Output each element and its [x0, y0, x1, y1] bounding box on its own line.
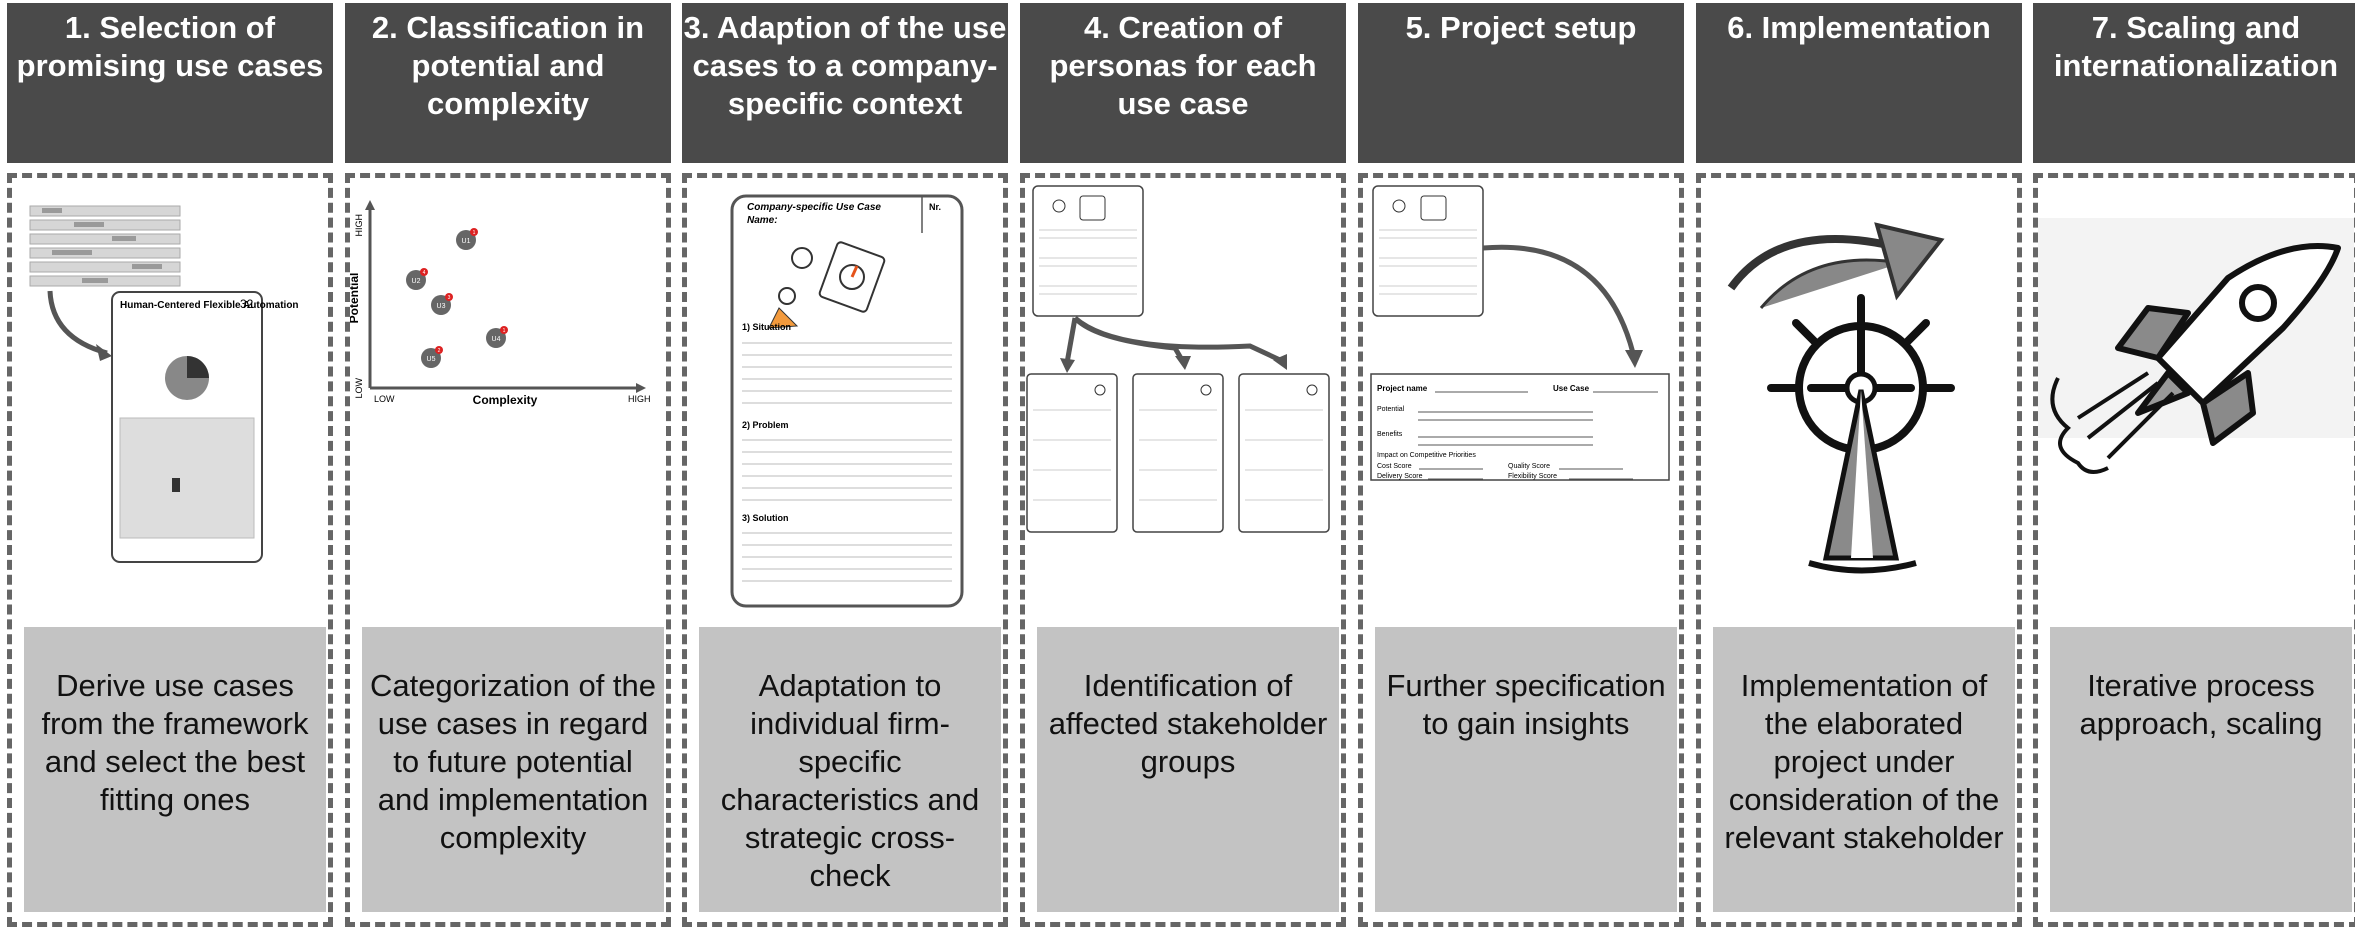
step-5: 5. Project setup Project name Use Case P… [1358, 0, 1684, 930]
step-7-title: 7. Scaling and internationalization [2033, 3, 2355, 163]
svg-text:U5: U5 [427, 356, 436, 363]
ship-wheel-icon [1727, 222, 1955, 574]
svg-text:Cost Score: Cost Score [1377, 463, 1412, 470]
flow-arrow [47, 290, 108, 356]
persona-card-1 [1026, 373, 1118, 533]
svg-text:1: 1 [503, 328, 506, 334]
template-nr: Nr. [929, 202, 941, 212]
step-3: 3. Adaption of the use cases to a compan… [682, 0, 1008, 930]
card-title: Human-Centered Flexible Automation [120, 300, 299, 311]
framework-illustration: Human-Centered Flexible Automation 32 [29, 205, 299, 563]
y-low-label: LOW [354, 378, 364, 399]
persona-arrows [1064, 316, 1282, 364]
step-1-panel: Human-Centered Flexible Automation 32 De… [7, 173, 333, 927]
svg-text:U3: U3 [437, 303, 446, 310]
step-4: 4. Creation of personas for each use cas… [1020, 0, 1346, 930]
setup-arrow [1482, 244, 1636, 354]
step-2: 2. Classification in potential and compl… [345, 0, 671, 930]
svg-text:Benefits: Benefits [1377, 431, 1403, 438]
step-7-description: Iterative process approach, scaling [2050, 627, 2352, 912]
svg-text:3: 3 [448, 295, 451, 301]
step-4-panel: Identification of affected stakeholder g… [1020, 173, 1346, 927]
use-case-point-4: U4 1 [486, 326, 508, 348]
step-2-title: 2. Classification in potential and compl… [345, 3, 671, 163]
x-axis-label: Complexity [473, 393, 538, 407]
step-6-description: Implementation of the elaborated project… [1713, 627, 2015, 912]
step-6-panel: Implementation of the elaborated project… [1696, 173, 2022, 927]
project-setup-illustration: Project name Use Case Potential Benefits… [1370, 185, 1670, 481]
step-4-description: Identification of affected stakeholder g… [1037, 627, 1339, 912]
personas-illustration [1026, 185, 1330, 533]
template-title: Company-specific Use Case [747, 202, 881, 213]
y-axis-label: Potential [350, 273, 361, 324]
svg-text:U2: U2 [412, 278, 421, 285]
step-6-title: 6. Implementation [1696, 3, 2022, 163]
template-situation: 1) Situation [742, 322, 791, 332]
x-high-label: HIGH [628, 394, 651, 404]
template-name: Name: [747, 215, 778, 226]
persona-card-3 [1238, 373, 1330, 533]
svg-text:Project name: Project name [1377, 384, 1428, 393]
svg-text:1: 1 [473, 230, 476, 236]
svg-text:2: 2 [438, 348, 441, 354]
svg-text:Impact on Competitive Prioriti: Impact on Competitive Priorities [1377, 452, 1476, 459]
use-case-card: Human-Centered Flexible Automation 32 [111, 291, 299, 563]
step-2-description: Categorization of the use cases in regar… [362, 627, 664, 912]
step-1-description: Derive use cases from the framework and … [24, 627, 326, 912]
step-3-description: Adaptation to individual firm-specific c… [699, 627, 1001, 912]
card-number: 32 [240, 297, 254, 311]
template-problem: 2) Problem [742, 420, 789, 430]
company-template-illustration: Company-specific Use Case Name: Nr. 1) S… [730, 194, 964, 608]
source-template [1032, 185, 1144, 317]
matrix-illustration: HIGH LOW Potential LOW Complexity HIGH U… [350, 200, 651, 407]
step-7-panel: Iterative process approach, scaling [2033, 173, 2355, 927]
step-5-title: 5. Project setup [1358, 3, 1684, 163]
project-setup-form: Project name Use Case Potential Benefits… [1370, 373, 1670, 481]
svg-text:Flexibility Score: Flexibility Score [1508, 473, 1557, 480]
svg-text:U1: U1 [462, 238, 471, 245]
step-3-panel: Company-specific Use Case Name: Nr. 1) S… [682, 173, 1008, 927]
svg-text:Delivery Score: Delivery Score [1377, 473, 1423, 480]
step-1: 1. Selection of promising use cases Huma… [7, 0, 333, 930]
step-2-panel: HIGH LOW Potential LOW Complexity HIGH U… [345, 173, 671, 927]
svg-text:Quality Score: Quality Score [1508, 463, 1550, 470]
rocket-icon [2038, 218, 2354, 474]
svg-text:Use Case: Use Case [1553, 384, 1590, 393]
step-4-title: 4. Creation of personas for each use cas… [1020, 3, 1346, 163]
svg-text:Potential: Potential [1377, 406, 1405, 413]
step-5-panel: Project name Use Case Potential Benefits… [1358, 173, 1684, 927]
use-case-point-3: U3 3 [431, 293, 453, 315]
persona-card-2 [1132, 373, 1224, 533]
svg-text:4: 4 [423, 270, 426, 276]
step-7: 7. Scaling and internationalization Iter… [2033, 0, 2355, 930]
step-5-description: Further specification to gain insights [1375, 627, 1677, 912]
x-low-label: LOW [374, 394, 395, 404]
source-template [1372, 185, 1484, 317]
use-case-point-5: U5 2 [421, 346, 443, 368]
step-6: 6. Implementation Implementation of the … [1696, 0, 2022, 930]
template-solution: 3) Solution [742, 513, 789, 523]
use-case-point-1: U1 1 [456, 228, 478, 250]
step-1-title: 1. Selection of promising use cases [7, 3, 333, 163]
framework-table [29, 205, 181, 287]
use-case-point-2: U2 4 [406, 268, 428, 290]
svg-text:U4: U4 [492, 336, 501, 343]
persona-sketch [768, 241, 886, 329]
y-high-label: HIGH [354, 214, 364, 237]
step-3-title: 3. Adaption of the use cases to a compan… [682, 3, 1008, 163]
